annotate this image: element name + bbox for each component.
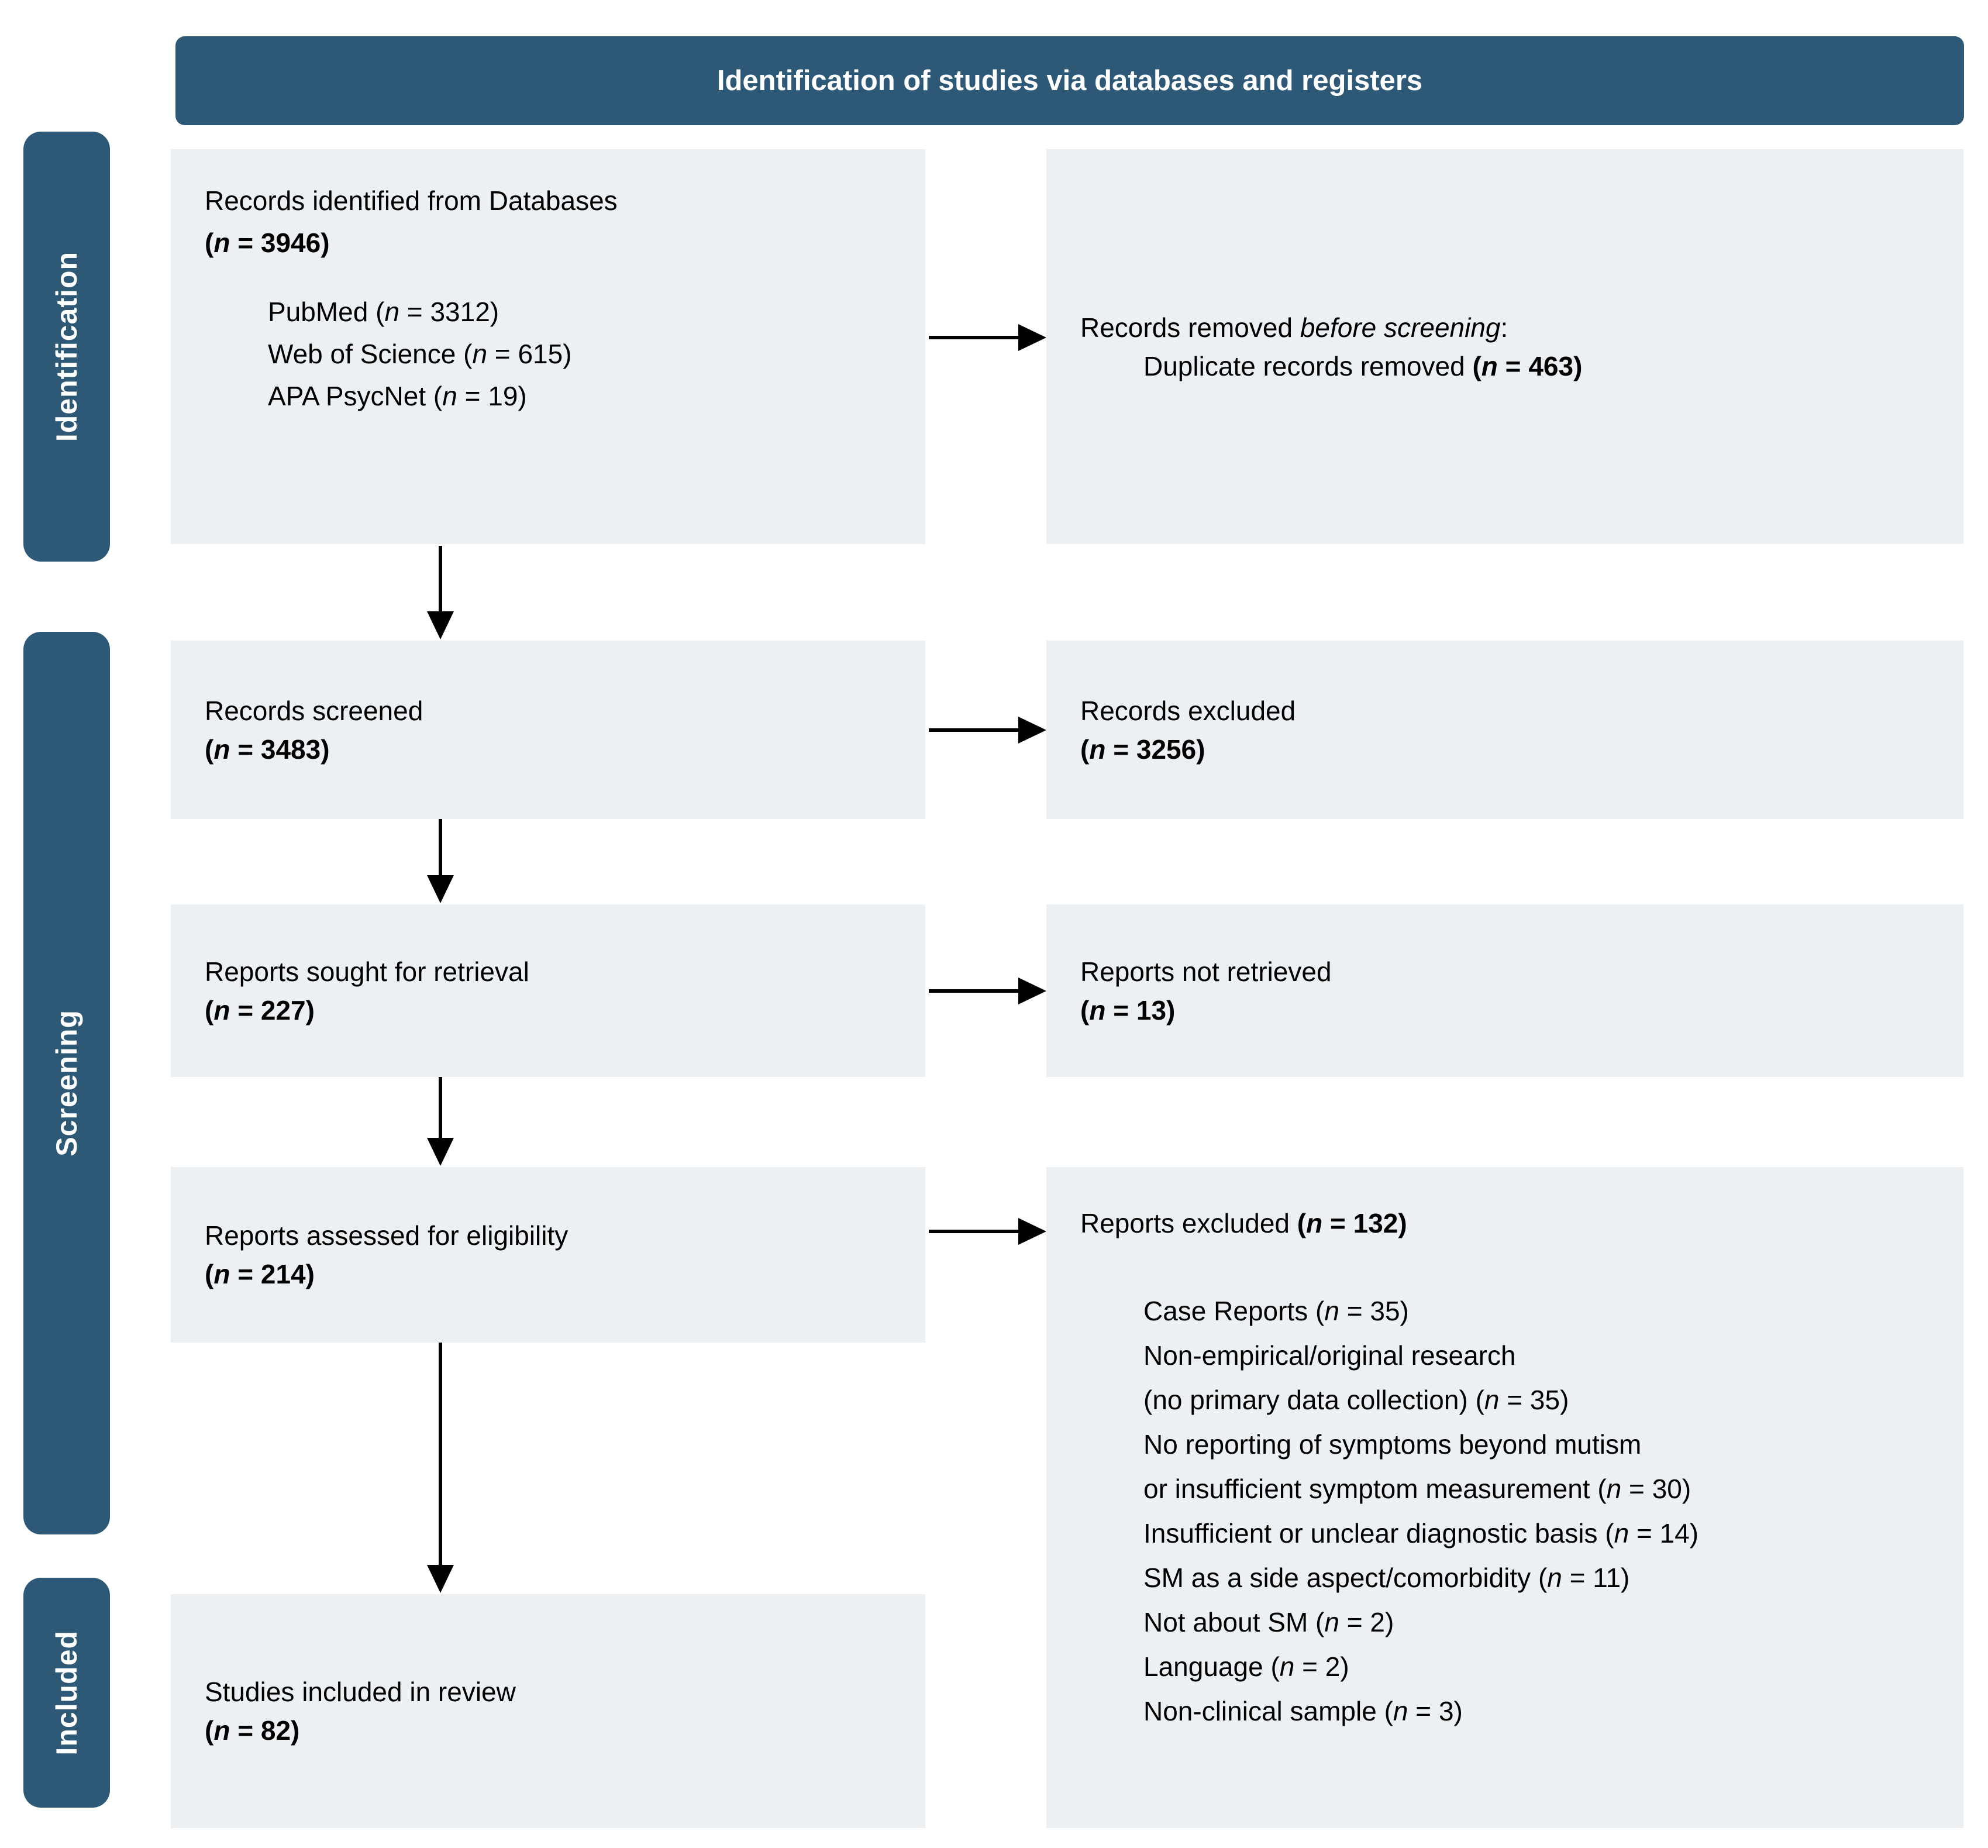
arrow-head-icon — [1018, 324, 1046, 351]
exclusion-reason: Non-empirical/original research — [1143, 1340, 1516, 1371]
box-reports-sought: Reports sought for retrieval (n = 227) — [171, 904, 925, 1077]
arrow-line — [929, 336, 1022, 339]
exclusion-reason: (no primary data collection) (n = 35) — [1143, 1385, 1569, 1415]
stage-label-screening: Screening — [50, 1010, 83, 1157]
exclusion-reason: Case Reports (n = 35) — [1143, 1296, 1409, 1326]
arrow-head-icon — [1018, 1218, 1046, 1245]
stage-bar-identification: Identification — [23, 132, 110, 562]
reports-sought-title: Reports sought for retrieval — [205, 956, 529, 987]
database-source: PubMed (n = 3312) — [268, 297, 499, 327]
reports-excluded-title: Reports excluded (n = 132) — [1080, 1208, 1407, 1238]
arrow-head-icon — [427, 611, 454, 639]
arrow-head-icon — [1018, 717, 1046, 744]
stage-label-included: Included — [50, 1630, 83, 1756]
reports-sought-n: (n = 227) — [205, 994, 315, 1025]
arrow-line — [929, 1230, 1022, 1233]
exclusion-reason: or insufficient symptom measurement (n =… — [1143, 1474, 1691, 1504]
records-identified-title: Records identified from Databases — [205, 185, 618, 216]
box-reports-excluded: Reports excluded (n = 132) Case Reports … — [1046, 1167, 1963, 1828]
exclusion-reason: Insufficient or unclear diagnostic basis… — [1143, 1518, 1699, 1548]
arrow-line — [439, 1077, 442, 1139]
duplicates-removed-line: Duplicate records removed (n = 463) — [1143, 350, 1583, 381]
records-removed-title: Records removed before screening: — [1080, 312, 1508, 343]
box-records-removed: Records removed before screening: Duplic… — [1046, 149, 1963, 544]
arrow-head-icon — [427, 1138, 454, 1166]
arrow-head-icon — [1018, 978, 1046, 1004]
records-identified-n: (n = 3946) — [205, 228, 330, 258]
box-records-excluded: Records excluded (n = 3256) — [1046, 641, 1963, 819]
arrow-line — [929, 989, 1022, 993]
records-screened-title: Records screened — [205, 695, 423, 726]
reports-not-retrieved-n: (n = 13) — [1080, 994, 1176, 1025]
stage-bar-screening: Screening — [23, 632, 110, 1534]
database-source: Web of Science (n = 615) — [268, 339, 572, 369]
arrow-head-icon — [427, 875, 454, 903]
diagram-title-bar: Identification of studies via databases … — [175, 36, 1964, 125]
box-records-screened: Records screened (n = 3483) — [171, 641, 925, 819]
exclusion-reason-list: Case Reports (n = 35) Non-empirical/orig… — [1080, 1289, 1946, 1733]
stage-bar-included: Included — [23, 1578, 110, 1808]
stage-label-identification: Identification — [50, 251, 83, 442]
exclusion-reason: SM as a side aspect/comorbidity (n = 11) — [1143, 1563, 1630, 1593]
exclusion-reason: Not about SM (n = 2) — [1143, 1607, 1394, 1637]
records-screened-n: (n = 3483) — [205, 734, 330, 765]
records-excluded-title: Records excluded — [1080, 695, 1296, 726]
arrow-line — [439, 546, 442, 612]
arrow-line — [929, 728, 1022, 732]
box-reports-assessed: Reports assessed for eligibility (n = 21… — [171, 1167, 925, 1343]
database-source: APA PsycNet (n = 19) — [268, 381, 527, 411]
studies-included-n: (n = 82) — [205, 1715, 300, 1746]
reports-not-retrieved-title: Reports not retrieved — [1080, 956, 1332, 987]
exclusion-reason: No reporting of symptoms beyond mutism — [1143, 1429, 1642, 1460]
exclusion-reason: Language (n = 2) — [1143, 1651, 1349, 1682]
arrow-line — [439, 819, 442, 876]
database-source-list: PubMed (n = 3312) Web of Science (n = 61… — [205, 291, 908, 417]
reports-assessed-title: Reports assessed for eligibility — [205, 1220, 569, 1251]
box-reports-not-retrieved: Reports not retrieved (n = 13) — [1046, 904, 1963, 1077]
arrow-line — [439, 1343, 442, 1566]
exclusion-reason: Non-clinical sample (n = 3) — [1143, 1696, 1463, 1726]
arrow-head-icon — [427, 1565, 454, 1593]
records-excluded-n: (n = 3256) — [1080, 734, 1205, 765]
studies-included-title: Studies included in review — [205, 1677, 516, 1707]
box-records-identified: Records identified from Databases (n = 3… — [171, 149, 925, 544]
diagram-title: Identification of studies via databases … — [716, 65, 1423, 97]
box-studies-included: Studies included in review (n = 82) — [171, 1594, 925, 1828]
reports-assessed-n: (n = 214) — [205, 1259, 315, 1289]
